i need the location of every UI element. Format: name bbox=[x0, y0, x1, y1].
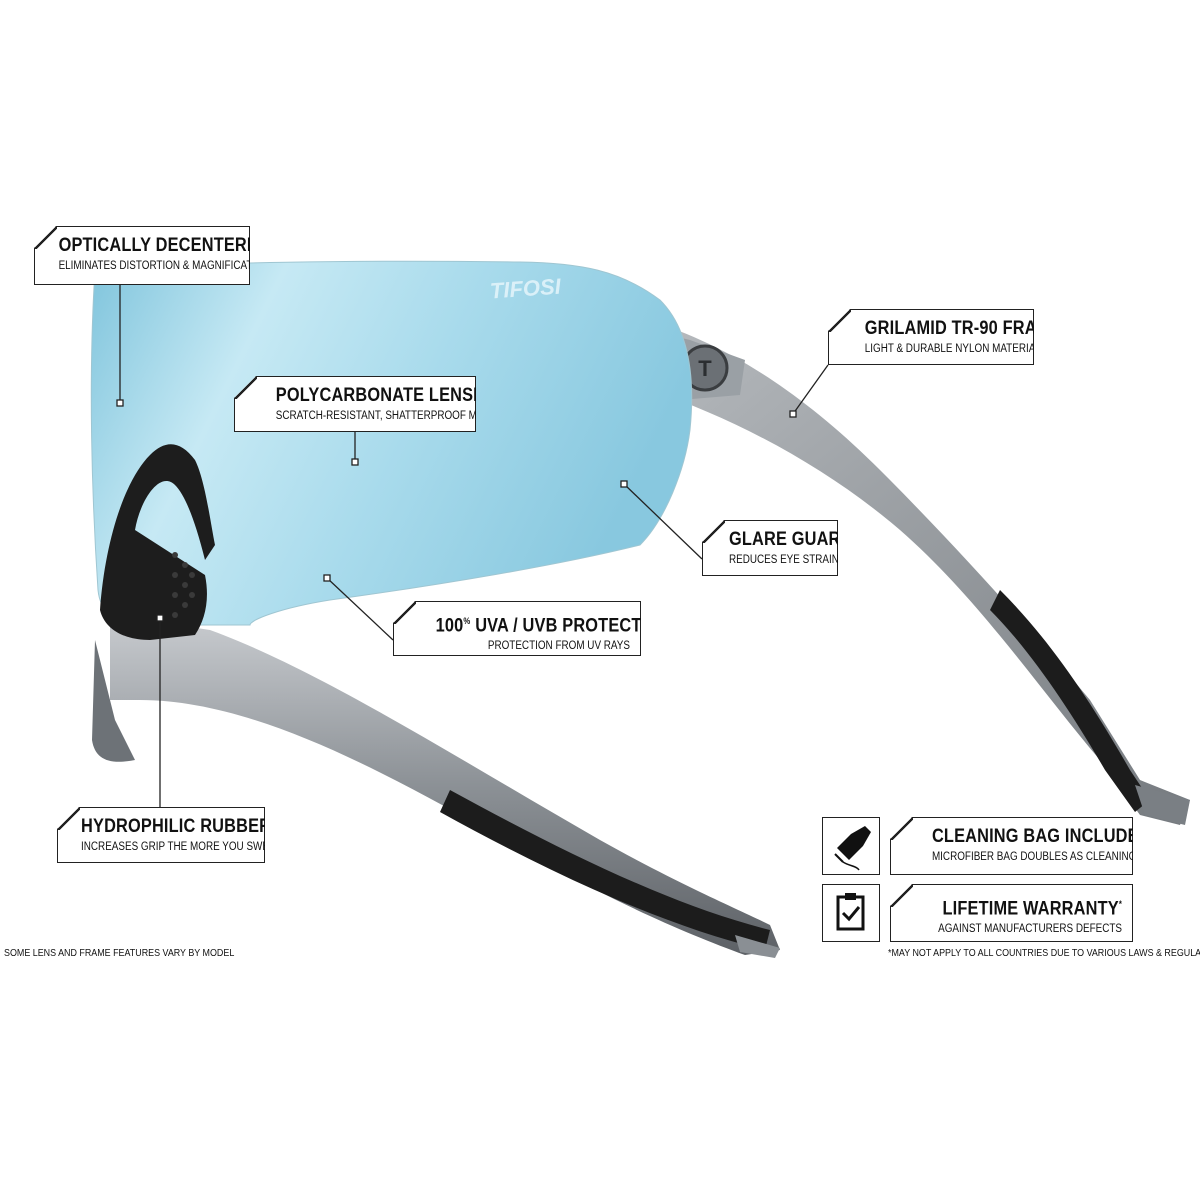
callout-title: POLYCARBONATE LENSES bbox=[275, 385, 496, 406]
nose-pad-texture bbox=[172, 552, 195, 618]
callout-polycarbonate-lenses: POLYCARBONATE LENSES SCRATCH-RESISTANT, … bbox=[234, 376, 476, 432]
lens-shield bbox=[90, 260, 693, 626]
callout-subtitle: LIGHT & DURABLE NYLON MATERIAL bbox=[864, 343, 1041, 355]
callout-title: HYDROPHILIC RUBBER bbox=[81, 816, 272, 837]
footnote-warranty-disclaimer: *MAY NOT APPLY TO ALL COUNTRIES DUE TO V… bbox=[888, 947, 1200, 959]
callout-cleaning-bag: CLEANING BAG INCLUDED MICROFIBER BAG DOU… bbox=[890, 817, 1133, 875]
right-temple-rubber bbox=[990, 590, 1150, 812]
callout-title: 100% UVA / UVB PROTECTION bbox=[435, 615, 672, 637]
left-temple-rubber bbox=[440, 790, 770, 950]
nose-pad bbox=[100, 444, 215, 640]
callout-subtitle: PROTECTION FROM UV RAYS bbox=[487, 640, 630, 653]
cleaning-bag-icon bbox=[834, 826, 871, 871]
lens-brand-logo: TIFOSI bbox=[489, 274, 562, 304]
warranty-icon-box bbox=[822, 884, 880, 942]
callout-title: LIFETIME WARRANTY* bbox=[942, 898, 1122, 920]
callout-subtitle: MICROFIBER BAG DOUBLES AS CLEANING CLOTH bbox=[931, 851, 1173, 863]
callout-subtitle: INCREASES GRIP THE MORE YOU SWEAT bbox=[81, 841, 281, 853]
callout-title: GRILAMID TR-90 FRAME bbox=[864, 318, 1062, 339]
left-temple-arm bbox=[110, 615, 780, 955]
callout-lifetime-warranty: LIFETIME WARRANTY* AGAINST MANUFACTURERS… bbox=[890, 884, 1133, 942]
cleaning-bag-icon-box bbox=[822, 817, 880, 875]
callout-uv-protection: 100% UVA / UVB PROTECTION PROTECTION FRO… bbox=[393, 601, 641, 656]
leader-lines bbox=[119, 285, 829, 807]
callout-title: CLEANING BAG INCLUDED bbox=[931, 826, 1151, 847]
callout-title: OPTICALLY DECENTERED bbox=[58, 235, 270, 256]
callout-grilamid-frame: GRILAMID TR-90 FRAME LIGHT & DURABLE NYL… bbox=[828, 309, 1034, 365]
callout-hydrophilic-rubber: HYDROPHILIC RUBBER INCREASES GRIP THE MO… bbox=[57, 807, 265, 863]
callout-title: GLARE GUARD bbox=[728, 529, 853, 550]
leader-markers bbox=[116, 399, 797, 622]
callout-subtitle: AGAINST MANUFACTURERS DEFECTS bbox=[938, 923, 1122, 936]
callout-subtitle: SCRATCH-RESISTANT, SHATTERPROOF MATERIAL bbox=[275, 410, 518, 422]
clipboard-check-icon bbox=[836, 893, 865, 931]
footnote-features-vary: SOME LENS AND FRAME FEATURES VARY BY MOD… bbox=[4, 947, 235, 959]
callout-optically-decentered: OPTICALLY DECENTERED ELIMINATES DISTORTI… bbox=[34, 226, 250, 285]
callout-subtitle: REDUCES EYE STRAIN bbox=[728, 554, 839, 566]
callout-glare-guard: GLARE GUARD REDUCES EYE STRAIN bbox=[702, 520, 838, 576]
svg-text:T: T bbox=[698, 356, 712, 381]
callout-subtitle: ELIMINATES DISTORTION & MAGNIFICATION bbox=[58, 260, 270, 272]
